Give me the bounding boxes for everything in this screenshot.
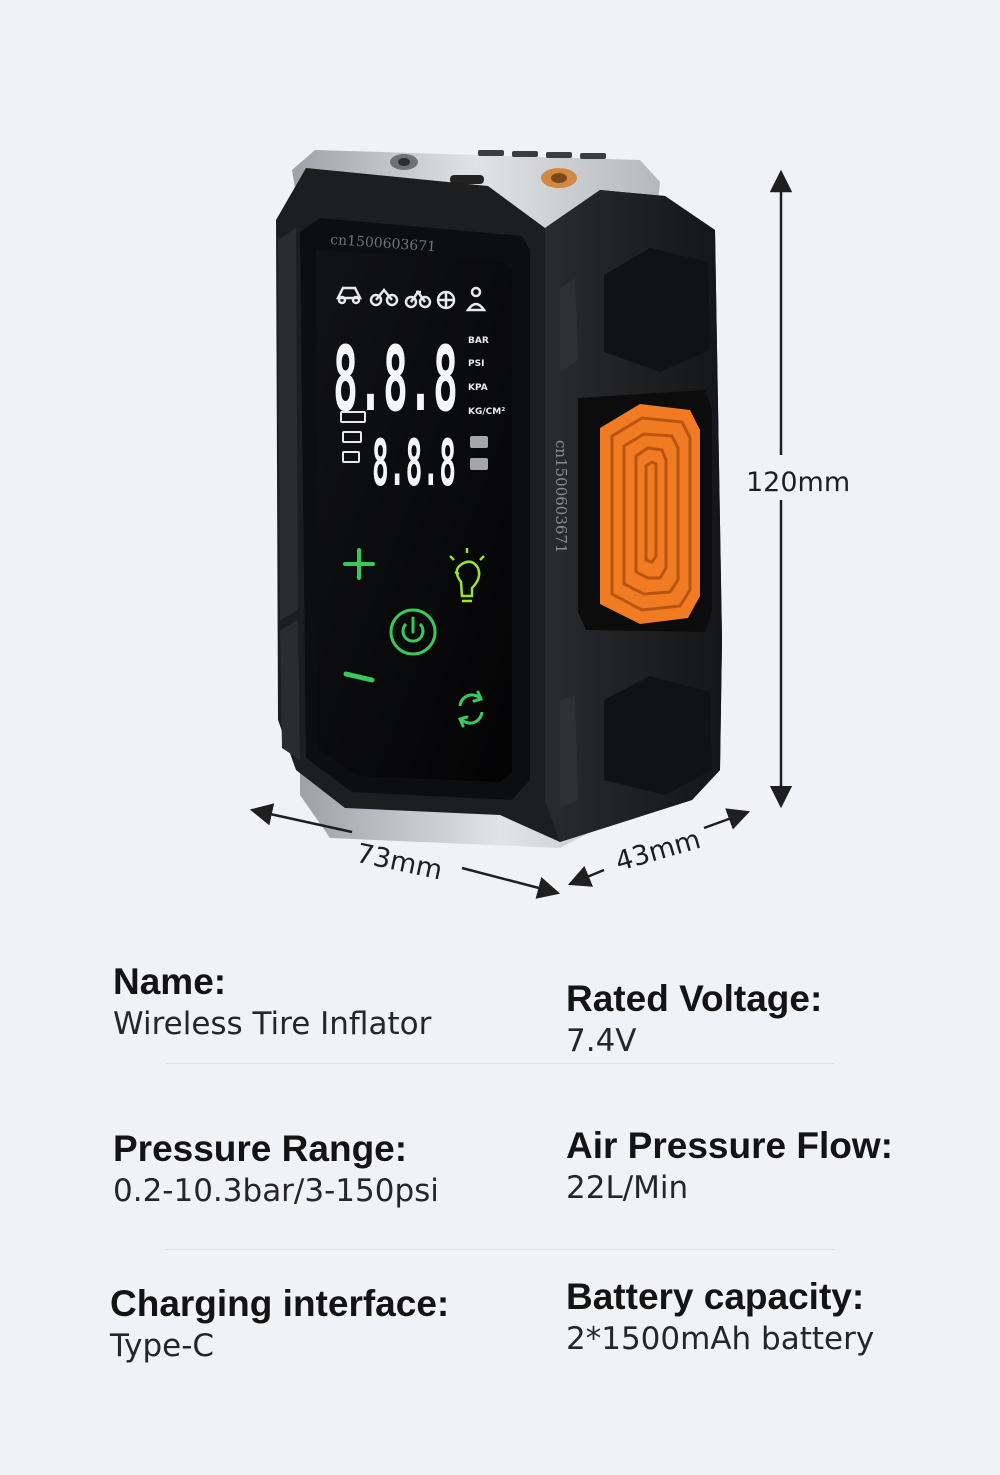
spec-label: Pressure Range: [113,1128,408,1169]
plus-icon [343,548,375,580]
spec-charging-interface: Charging interface: Type-C [110,1282,449,1366]
product-figure: cn1500603671 cn1500603671 [249,150,851,899]
cycle-icon [457,690,484,728]
unit-kgcm-label: KG/CM² [468,407,505,417]
orange-side-button [578,390,712,632]
spec-value: 7.4V [566,1023,637,1059]
spec-air-pressure-flow: Air Pressure Flow: 22L/Min [566,1124,893,1208]
height-dimension-label: 120mm [746,467,851,498]
spec-label: Charging interface: [110,1283,450,1324]
primary-digits: 8.8.8 [333,327,458,432]
ball-icon [436,290,456,310]
light-bulb-icon [449,548,485,603]
spec-label: Name: [113,961,227,1002]
tire-inflator-illustration: cn1500603671 cn1500603671 [249,150,793,899]
spec-label: Rated Voltage: [566,978,823,1019]
dimension-lines [249,169,793,899]
spec-label: Battery capacity: [566,1276,865,1317]
car-icon [335,286,363,305]
minus-icon [343,671,375,683]
spec-value: 22L/Min [566,1170,689,1206]
spec-pressure-range: Pressure Range: 0.2-10.3bar/3-150psi [113,1127,439,1211]
unit-psi-label: PSI [468,359,484,369]
row-divider [166,1249,834,1250]
display-screen: cn1500603671 [316,232,512,782]
battery-indicators [340,411,366,463]
spec-label: Air Pressure Flow: [566,1125,893,1166]
spec-value: 2*1500mAh battery [566,1321,875,1357]
top-watermark: cn1500603671 [330,232,437,255]
spec-battery-capacity: Battery capacity: 2*1500mAh battery [566,1275,874,1359]
spec-value: Wireless Tire Inflator [113,1006,432,1042]
specs-table: Name: Wireless Tire Inflator Rated Volta… [0,940,1000,1460]
spec-value: Type-C [110,1328,215,1364]
spec-name: Name: Wireless Tire Inflator [113,960,431,1044]
spec-value: 0.2-10.3bar/3-150psi [113,1173,439,1209]
power-icon [389,608,437,656]
unit-kpa-label: KPA [468,383,488,393]
unit-bar-label: BAR [468,336,489,346]
spec-rated-voltage: Rated Voltage: 7.4V [566,977,822,1061]
side-watermark: cn1500603671 [552,440,570,554]
bicycle-icon [404,289,432,309]
motorcycle-icon [369,287,399,307]
person-icon [465,286,487,312]
secondary-digits: 8.8.8 [372,427,456,501]
top-ports [390,150,606,188]
row-divider [166,1063,834,1064]
status-indicators [470,436,488,470]
